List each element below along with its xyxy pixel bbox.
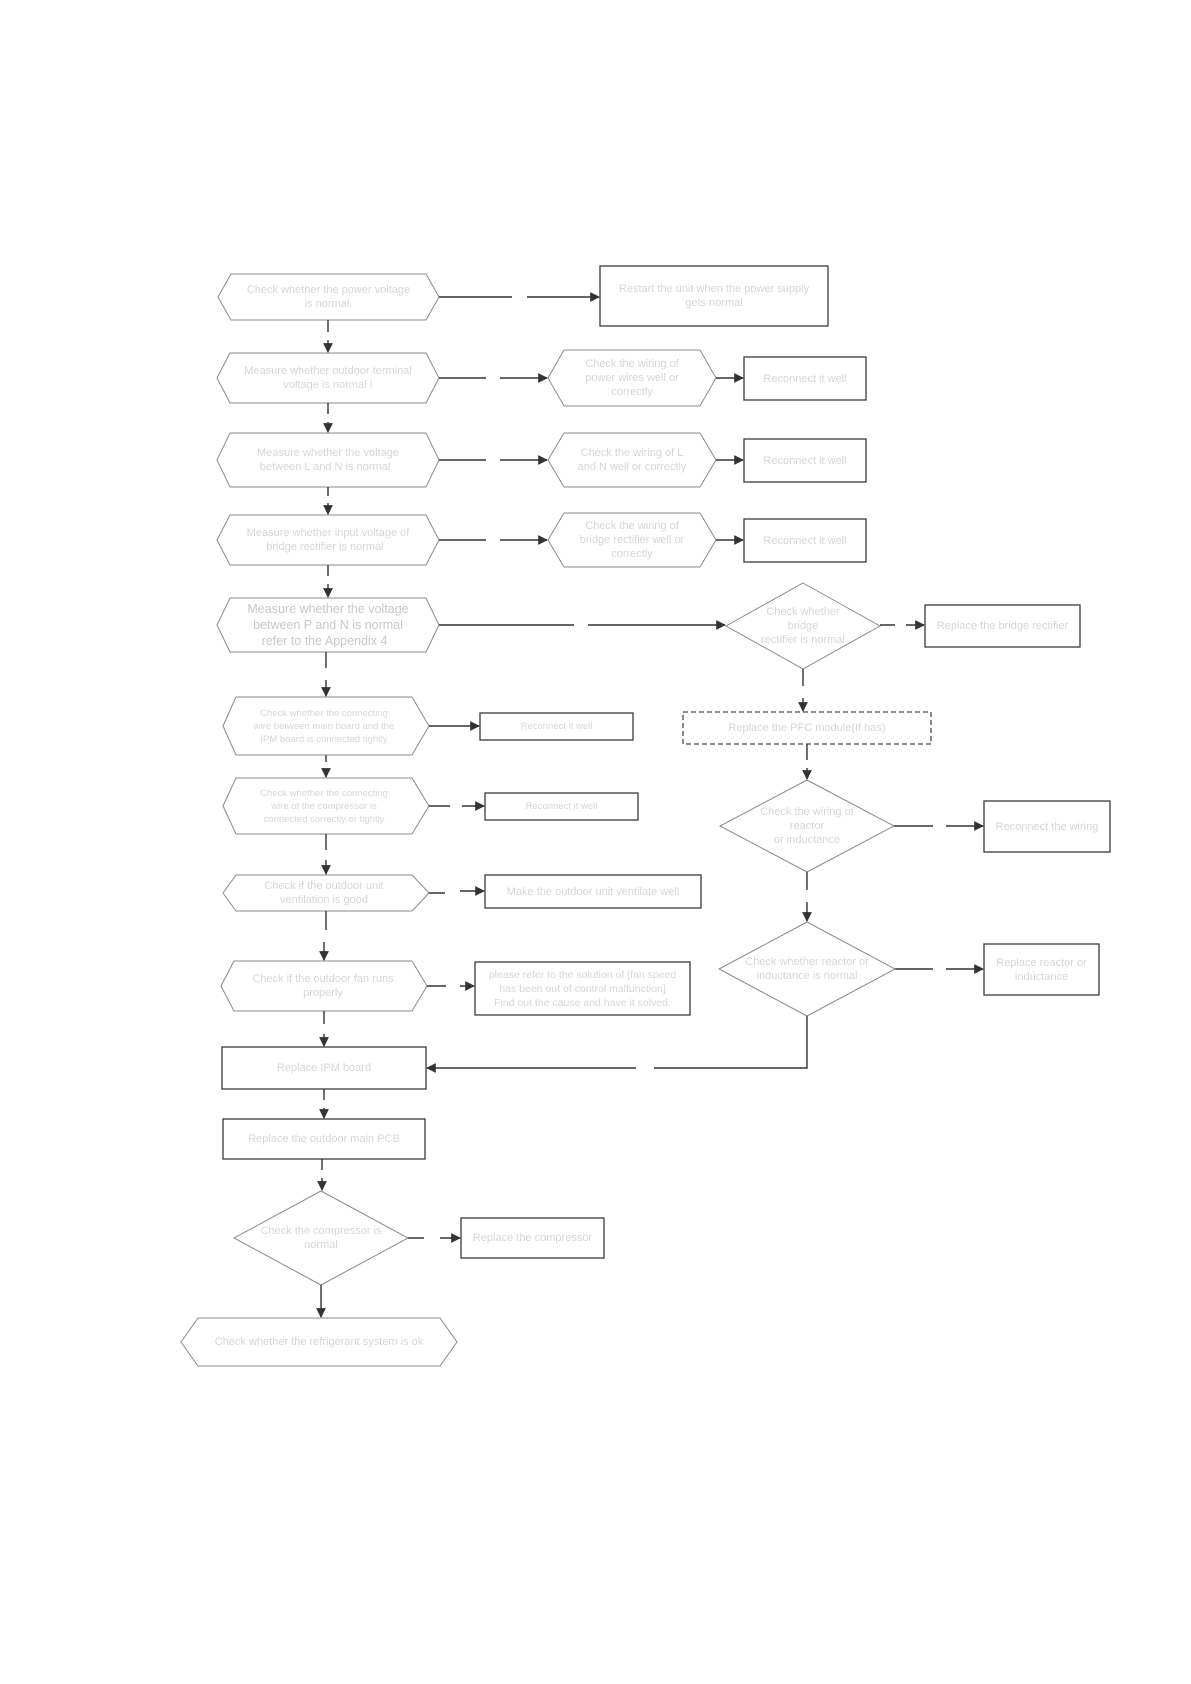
node-replace-ipm: Replace IPM board (276, 1062, 372, 1074)
node-reconnect-1-shape (743, 356, 867, 401)
edge-reactor-to-ipm (427, 1016, 808, 1068)
node-check-ventilation: Check if the outdoor unit ventilation is… (264, 880, 384, 906)
node-reconnect-1: Reconnect it well (763, 372, 847, 385)
node-restart-unit-shape (599, 265, 829, 327)
node-measure-l-n: Measure whether the voltage between L an… (257, 447, 399, 473)
node-check-l-n-wiring: Check the wiring of L and N well or corr… (577, 447, 687, 473)
edge-ventilation-to-make (429, 891, 484, 893)
node-replace-bridge-rectifier-shape (924, 604, 1081, 648)
node-reconnect-2-shape (743, 438, 867, 483)
node-fan-solution-shape (474, 961, 691, 1016)
node-measure-bridge-input: Measure whether input voltage of bridge … (246, 527, 410, 553)
node-restart-unit: Restart the unit when the power supply g… (618, 283, 810, 309)
node-replace-reactor: Replace reactor or inductance (996, 956, 1087, 983)
node-check-bridge-rectifier: Check whether bridge rectifier is normal (761, 606, 845, 646)
node-check-reactor: Check whether reactor or inductance is n… (745, 956, 869, 982)
node-measure-p-n: Measure whether the voltage between P an… (247, 602, 409, 648)
node-check-power-voltage: Check whether the power voltage is norma… (246, 284, 411, 310)
node-check-refrigerant: Check whether the refrigerant system is … (214, 1336, 424, 1348)
node-replace-bridge-rectifier: Replace the bridge rectifier (936, 620, 1069, 632)
node-check-compressor-wire: Check whether the connecting wire of the… (260, 787, 388, 825)
node-measure-outdoor-terminal: Measure whether outdoor terminal voltage… (244, 365, 412, 391)
node-reconnect-3-shape (743, 518, 867, 563)
node-replace-compressor: Replace the compressor (472, 1232, 593, 1244)
node-reconnect-5: Reconnect it well (525, 801, 598, 812)
node-check-main-ipm-wire: Check whether the connecting wire betwee… (253, 707, 395, 745)
node-replace-compressor-shape (460, 1217, 605, 1259)
node-reconnect-wiring-shape (983, 800, 1111, 853)
node-reconnect-wiring: Reconnect the wiring (995, 820, 1099, 833)
node-replace-pfc: Replace the PFC module(If has) (728, 722, 886, 734)
node-reconnect-5-shape (484, 792, 639, 821)
node-replace-main-pcb: Replace the outdoor main PCB (248, 1133, 400, 1145)
node-check-refrigerant-shape (180, 1317, 458, 1367)
node-reconnect-4-shape (479, 712, 634, 741)
node-reconnect-4: Reconnect it well (520, 721, 593, 732)
node-reconnect-2: Reconnect it well (763, 454, 847, 467)
node-check-compressor: Check the compressor is normal (260, 1225, 382, 1251)
node-check-power-wires: Check the wiring of power wires well or … (585, 358, 679, 398)
node-make-ventilate: Make the outdoor unit ventilate well (506, 885, 680, 898)
node-reconnect-3: Reconnect it well (763, 534, 847, 547)
node-fan-solution: please refer to the solution of [fan spe… (488, 968, 677, 1009)
node-replace-reactor-shape (983, 943, 1100, 996)
node-check-bridge-wiring: Check the wiring of bridge rectifier wel… (579, 520, 685, 560)
node-check-reactor-wiring: Check the wiring of reactor or inductanc… (760, 806, 854, 846)
edge-v8 (324, 911, 326, 960)
node-check-fan: Check if the outdoor fan runs properly (252, 973, 394, 999)
